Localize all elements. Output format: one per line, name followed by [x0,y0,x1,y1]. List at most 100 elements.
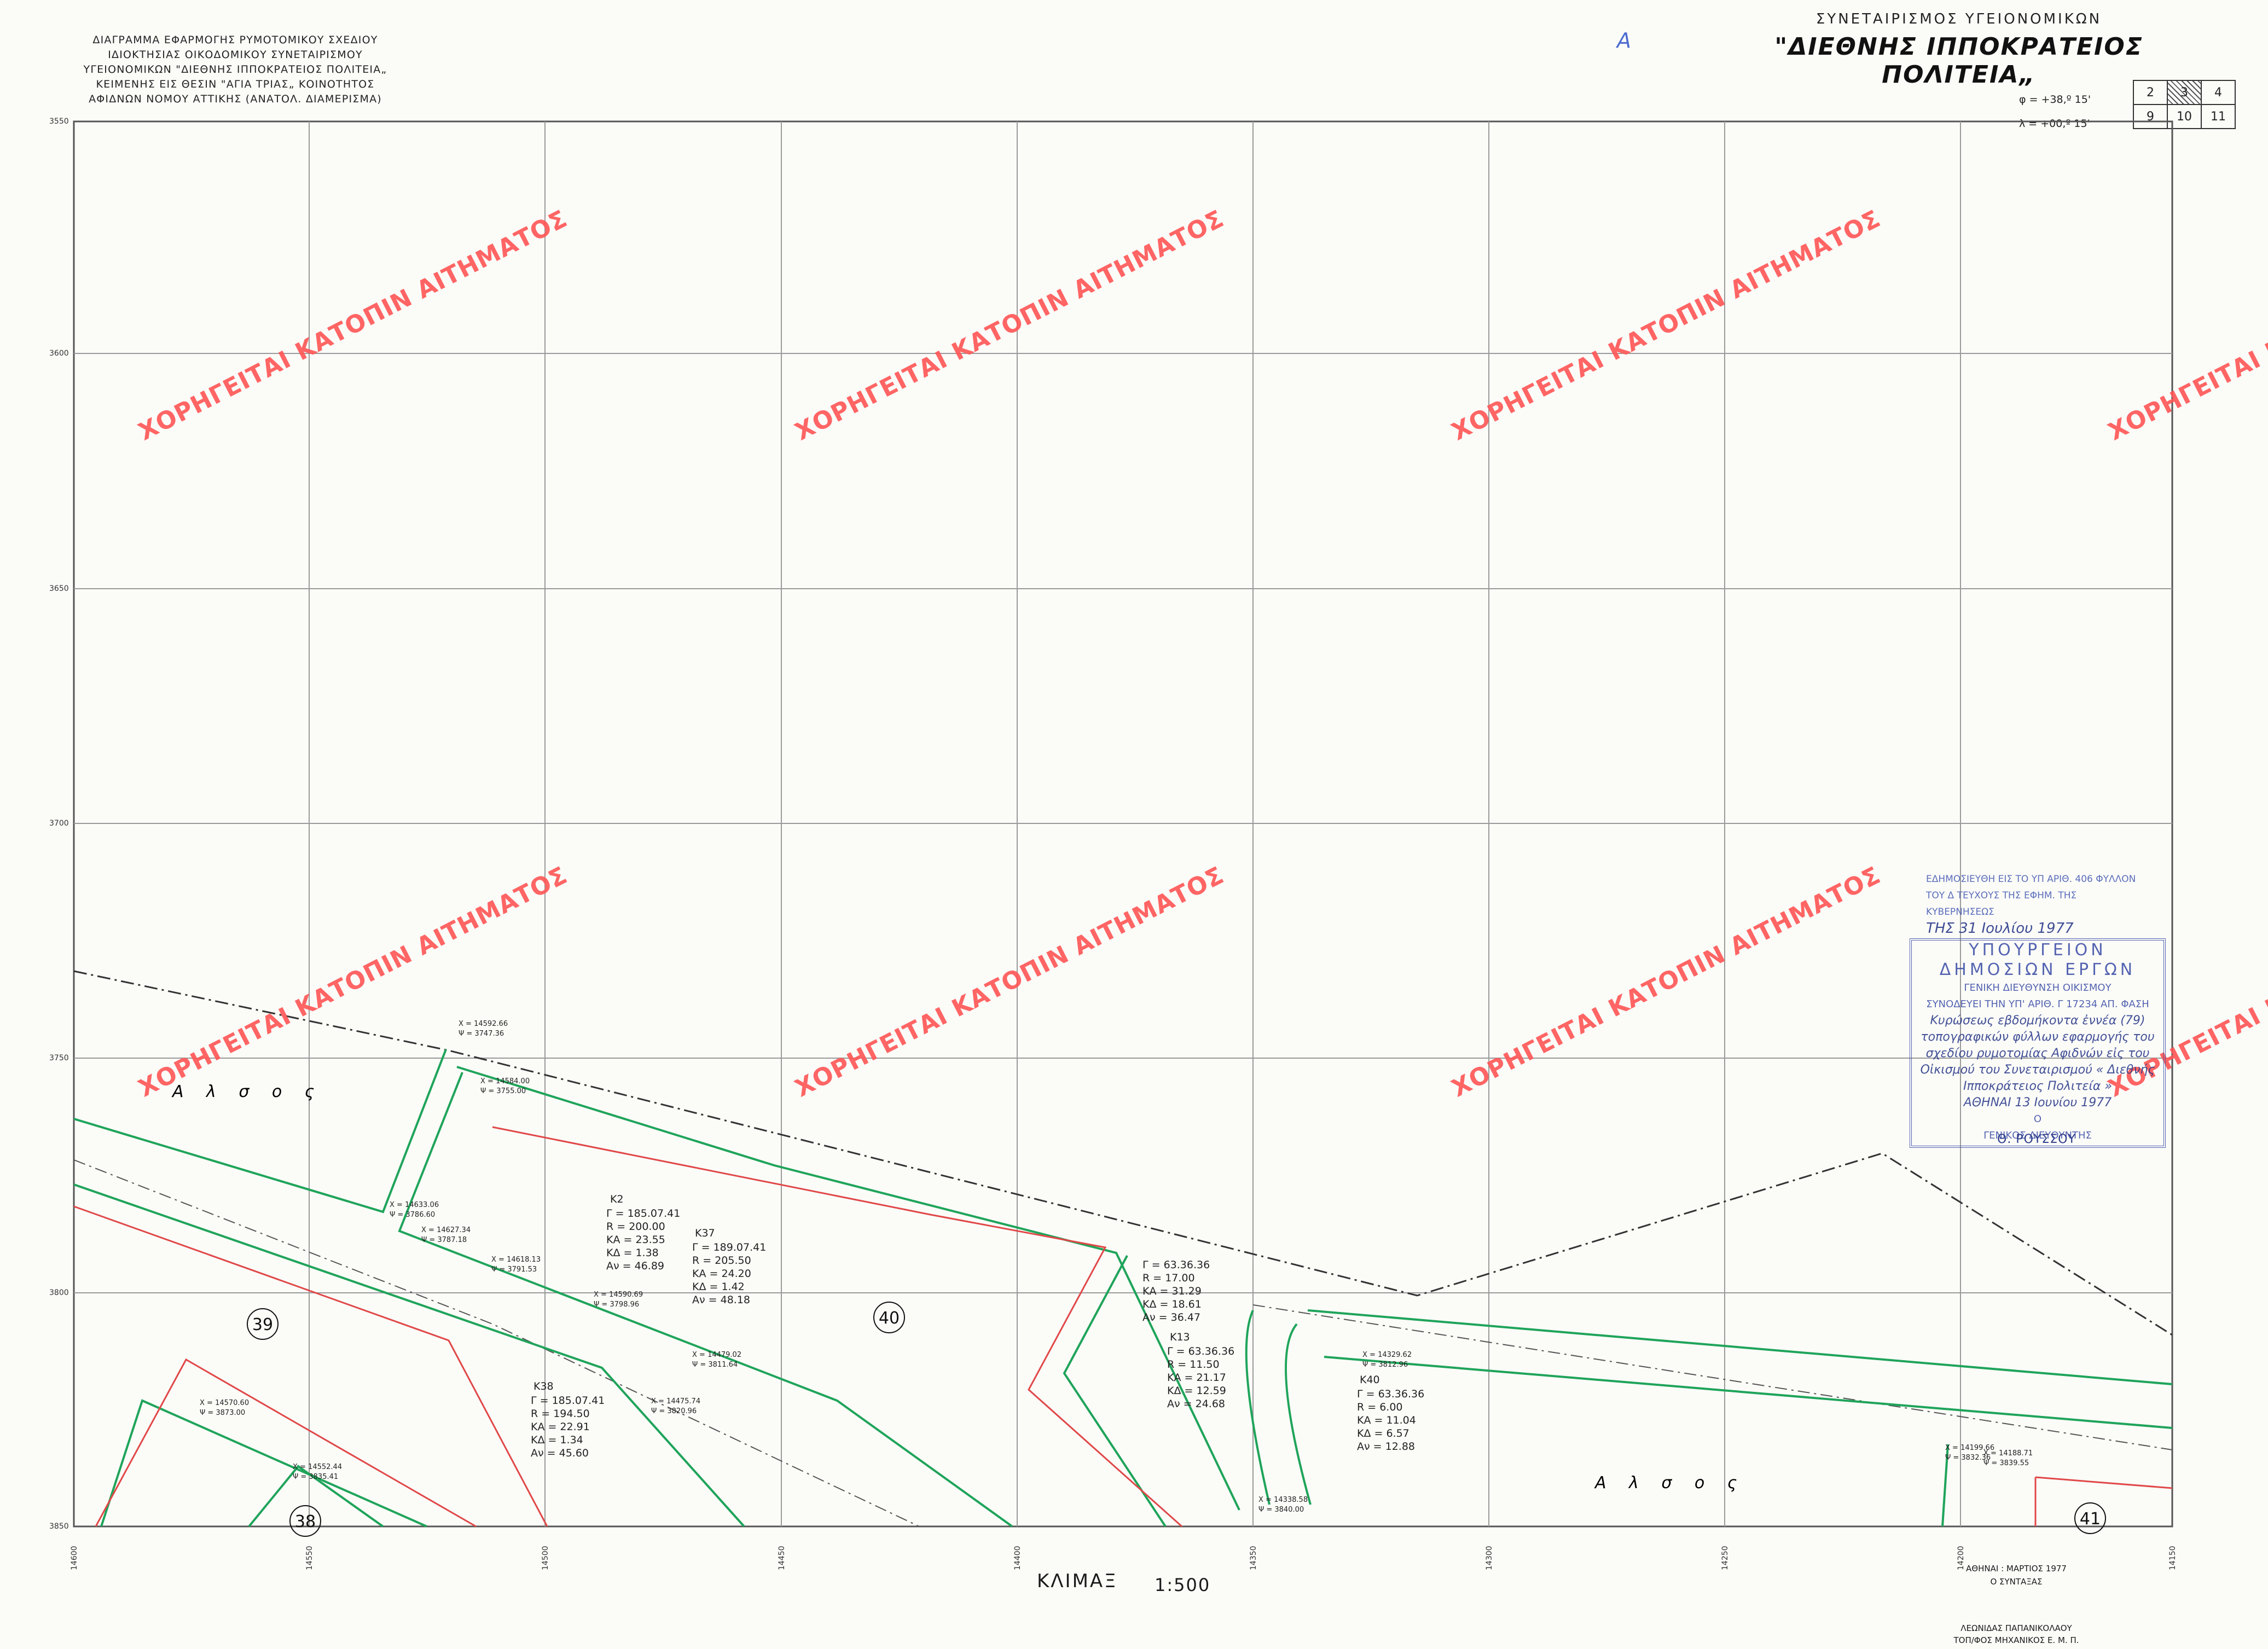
curve-k37: Κ37 Γ = 189.07.41 R = 205.50 ΚΑ = 24.20 … [692,1227,766,1306]
green-line [1063,1255,1167,1528]
point-y: Ψ = 3798.96 [594,1300,639,1309]
green-line [1941,1444,1949,1527]
block-circle [873,1302,905,1333]
block-number: 38 [295,1512,316,1531]
green-line [248,1465,384,1528]
point-y: Ψ = 3747.36 [459,1030,504,1038]
y-label: 3750 [49,1054,69,1062]
curve-line: Κ13 [1170,1331,1190,1343]
sheet-cell: 9 [2133,104,2168,129]
curve-line: Αν = 24.68 [1167,1398,1225,1410]
curve-line: R = 205.50 [692,1255,751,1267]
surveyor-name: ΛΕΩΝΙΔΑΣ ΠΑΠΑΝΙΚΟΛΑΟΥ [1960,1623,2072,1633]
red-line [73,1205,548,1527]
map-title-block: ΔΙΑΓΡΑΜΜΑ ΕΦΑΡΜΟΓΗΣ ΡΥΜΟΤΟΜΙΚΟΥ ΣΧΕΔΙΟΥ … [82,33,388,107]
green-curve [1245,1310,1271,1505]
y-label: 3850 [49,1522,69,1531]
stamp-line: Κυρώσεως εβδομήκοντα ἐννέα (79) [1930,1014,2145,1027]
point-y: Ψ = 3812.96 [1362,1361,1408,1369]
org-line-1: ΣΥΝΕΤΑΙΡΙΣΜΟΣ ΥΓΕΙΟΝΟΜΙΚΩΝ [1815,11,2102,27]
curve-line: ΚΔ = 12.59 [1167,1385,1226,1397]
sheet-cell: 4 [2201,80,2236,105]
curve-line: ΚΔ = 6.57 [1357,1427,1409,1439]
block-circle [2074,1502,2106,1534]
x-label: 14550 [305,1546,314,1570]
point-x: X = 14329.62 [1362,1351,1412,1359]
green-line [1324,1356,2173,1429]
green-line [100,1399,427,1528]
title-line: ΑΦΙΔΝΩΝ ΝΟΜΟΥ ΑΤΤΙΚΗΣ (ΑΝΑΤΟΛ. ΔΙΑΜΕΡΙΣΜ… [89,93,382,105]
red-block-lines [73,1126,2173,1528]
date-line: ΑΘΗΝΑΙ : ΜΑΡΤΙΟΣ 1977 [1966,1564,2067,1573]
stamp-line: Ο [2033,1113,2042,1125]
annotation-letter: A [1617,28,1631,53]
curve-line: Κ37 [695,1227,715,1239]
curve-line: ΚΔ = 1.38 [606,1247,659,1259]
point-y: Ψ = 3786.60 [390,1211,435,1219]
curve-line: R = 17.00 [1142,1272,1195,1284]
sheet-cell-current: 3 [2167,80,2202,105]
y-label: 3800 [49,1288,69,1297]
point-x: X = 14570.60 [200,1399,249,1407]
curve-line: ΚΑ = 31.29 [1142,1285,1202,1297]
title-line: ΙΔΙΟΚΤΗΣΙΑΣ ΟΙΚΟΔΟΜΙΚΟΥ ΣΥΝΕΤΑΙΡΙΣΜΟΥ [108,49,363,61]
point-x: X = 14479.02 [692,1351,741,1359]
stamp-signature: Θ. ΡΟΥΣΣΟΥ [1997,1133,2076,1146]
curve-line: ΚΔ = 1.34 [531,1434,583,1446]
stamp-line: ΥΠΟΥΡΓΕΙΟΝ [1969,940,2107,960]
curve-line: R = 200.00 [606,1221,665,1233]
curve-line: ΚΑ = 21.17 [1167,1372,1226,1384]
point-y: Ψ = 3832.36 [1945,1454,1991,1462]
green-alignment-lines [73,1049,2173,1528]
curve-line: Αν = 46.89 [606,1260,664,1272]
stamp-line: ΓΕΝΙΚΗ ΔΙΕΥΘΥΝΣΗ ΟΙΚΙΣΜΟΥ [1964,982,2112,994]
green-line [73,1183,745,1528]
author-line: Ο ΣΥΝΤΑΞΑΣ [1990,1577,2043,1587]
sheet-cell: 11 [2201,104,2236,129]
curve-line: Κ40 [1360,1374,1380,1386]
curve-line: Αν = 36.47 [1142,1311,1200,1323]
grid-labels: 3550 3600 3650 3700 3750 3800 3850 14600… [49,117,2177,1570]
stamp-line: τοπογραφικών φύλλων εφαρμογής του [1921,1030,2155,1044]
x-label: 14400 [1013,1546,1022,1570]
point-x: X = 14627.34 [421,1226,471,1234]
curve-k40: Κ40 Γ = 63.36.36 R = 6.00 ΚΑ = 11.04 ΚΔ … [1357,1374,1424,1453]
y-label: 3550 [49,117,69,126]
curve-line: R = 6.00 [1357,1401,1403,1413]
point-y: Ψ = 3811.64 [692,1361,738,1369]
y-label: 3700 [49,819,69,828]
x-label: 14500 [541,1546,550,1570]
block-number: 40 [879,1309,900,1328]
green-line [1307,1309,2173,1385]
x-label: 14200 [1957,1546,1965,1570]
stamp-line: Ιπποκράτειος Πολιτεία » [1963,1079,2112,1093]
x-label: 14600 [70,1546,79,1570]
y-label: 3600 [49,349,69,358]
point-y: Ψ = 3755.00 [480,1087,526,1095]
point-x: X = 14633.06 [390,1201,439,1209]
curve-line: Γ = 63.36.36 [1142,1259,1210,1271]
road-axis-line [1252,1304,2173,1450]
curve-line: ΚΑ = 22.91 [531,1421,590,1433]
point-x: X = 14552.44 [293,1463,342,1471]
stamp-line: ΑΘΗΝΑΙ 13 Ιουνίου 1977 [1963,1096,2112,1110]
org-line-2: "ΔΙΕΘΝΗΣ ΙΠΠΟΚΡΑΤΕΙΟΣ ΠΟΛΙΤΕΙΑ„ [1774,33,2143,89]
curve-line: Γ = 185.07.41 [531,1395,605,1407]
curve-line: Κ38 [533,1380,554,1392]
road-axis-line [73,1159,920,1527]
point-y: Ψ = 3820.96 [651,1407,697,1415]
block-labels: 39 40 38 41 [247,1302,2106,1537]
grove-label: Α λ σ ο ς [171,1082,323,1101]
title-line: ΔΙΑΓΡΑΜΜΑ ΕΦΑΡΜΟΓΗΣ ΡΥΜΟΤΟΜΙΚΟΥ ΣΧΕΔΙΟΥ [92,34,378,46]
point-x: X = 14592.66 [459,1020,508,1028]
curve-line: Αν = 45.60 [531,1447,589,1459]
curve-line: ΚΑ = 23.55 [606,1234,665,1246]
stamp-line: ΤΟΥ Δ ΤΕΥΧΟΥΣ ΤΗΣ ΕΦΗΜ. ΤΗΣ ΚΥΒΕΡΝΗΣΕΩΣ [1926,890,2077,918]
green-line [456,1066,1240,1511]
title-line: ΚΕΙΜΕΝΗΣ ΕΙΣ ΘΕΣΙΝ "ΑΓΙΑ ΤΡΙΑΣ„ ΚΟΙΝΟΤΗΤ… [96,78,375,90]
surveyor-title: ΤΟΠ/ΦΟΣ ΜΗΧΑΝΙΚΟΣ Ε. Μ. Π. [1953,1635,2079,1645]
curve-line: ΚΔ = 18.61 [1142,1298,1202,1310]
stamp-line: ΓΕΝΙΚΟΣ ΔΙΕΥΘΥΝΤΗΣ [1983,1130,2092,1141]
block-circle [247,1308,279,1340]
